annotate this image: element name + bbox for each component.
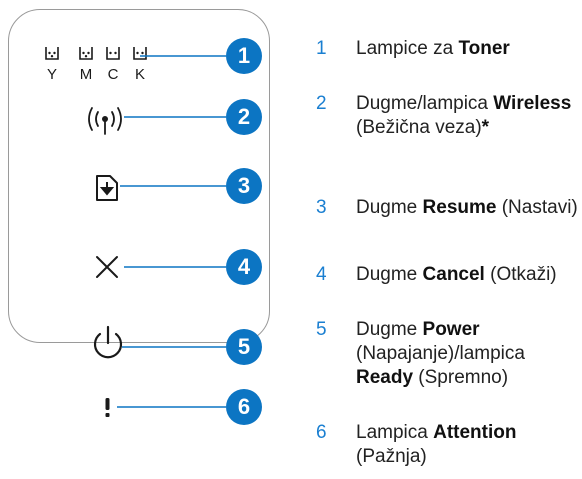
legend-text: Lampica Attention (Pažnja) <box>356 422 517 467</box>
legend-number: 2 <box>316 93 327 114</box>
callout-4: 4 <box>226 249 262 285</box>
callout-1: 1 <box>226 38 262 74</box>
legend-text: Dugme/lampica Wireless (Bežična veza)* <box>356 93 572 138</box>
callout-6: 6 <box>226 389 262 425</box>
control-panel <box>8 9 270 343</box>
legend-text: Lampice za Toner <box>356 38 510 59</box>
attention-icon <box>105 398 110 417</box>
legend-number: 5 <box>316 319 327 340</box>
legend-number: 6 <box>316 422 327 443</box>
ink-label-c: C <box>107 66 119 83</box>
ink-label-y: Y <box>46 66 57 83</box>
resume-icon[interactable] <box>96 175 118 201</box>
legend-number: 1 <box>316 38 327 59</box>
legend-text: Dugme Cancel (Otkaži) <box>356 264 557 285</box>
legend-number: 4 <box>316 264 327 285</box>
callout-5: 5 <box>226 329 262 365</box>
ink-label-k: K <box>134 66 145 83</box>
power-icon[interactable] <box>93 325 123 359</box>
ink-label-m: M <box>79 66 93 83</box>
legend-text: Dugme Resume (Nastavi) <box>356 197 578 218</box>
wireless-icon[interactable] <box>88 107 122 135</box>
cancel-icon[interactable] <box>96 256 118 278</box>
legend-text: Dugme Power (Napajanje)/lampica Ready (S… <box>356 319 525 388</box>
callout-2: 2 <box>226 99 262 135</box>
legend-number: 3 <box>316 197 327 218</box>
callout-3: 3 <box>226 168 262 204</box>
